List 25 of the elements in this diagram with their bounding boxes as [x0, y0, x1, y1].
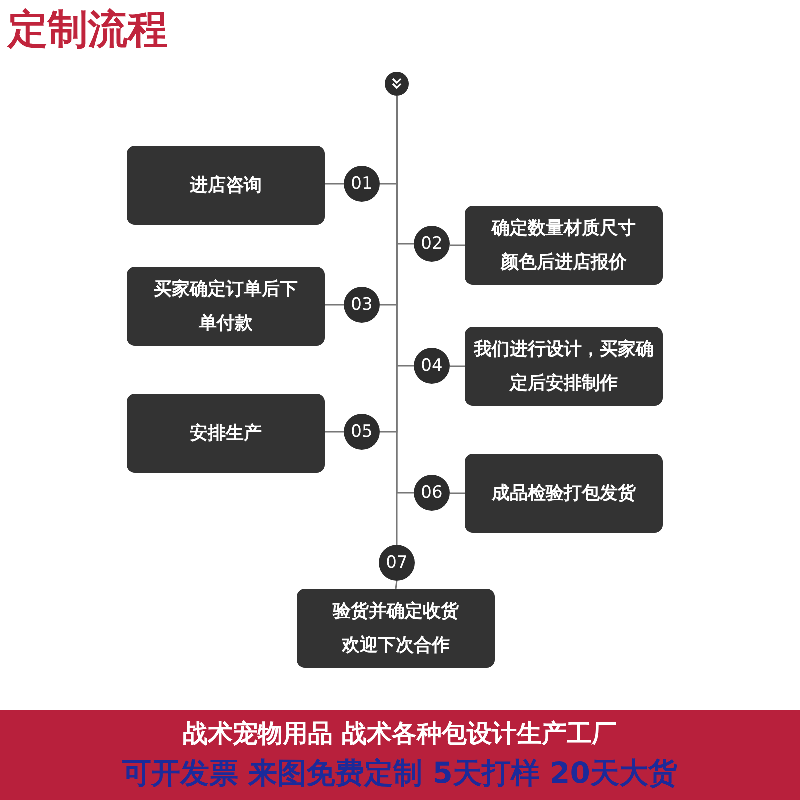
connector-line [395, 580, 398, 590]
banner-text: 战术宠物用品 战术各种包设计生产工厂 [182, 718, 618, 750]
step-box: 成品检验打包发货 [465, 454, 663, 533]
connector-line [325, 183, 344, 185]
step-number: 07 [379, 545, 415, 581]
step-number: 01 [344, 166, 380, 202]
step-box: 安排生产 [127, 394, 325, 473]
step-number: 05 [344, 414, 380, 450]
step-box: 确定数量材质尺寸颜色后进店报价 [465, 206, 663, 285]
connector-line [450, 492, 465, 494]
connector-line [325, 431, 344, 433]
chevron-down-icon [385, 72, 409, 96]
step-box: 我们进行设计，买家确定后安排制作 [465, 327, 663, 406]
connector-line [325, 304, 344, 306]
step-box: 买家确定订单后下单付款 [127, 267, 325, 346]
step-number: 03 [344, 287, 380, 323]
step-number: 04 [414, 348, 450, 384]
step-box: 进店咨询 [127, 146, 325, 225]
step-number: 02 [414, 226, 450, 262]
connector-line [450, 244, 465, 246]
connector-line [450, 366, 465, 368]
banner-text: 可开发票 来图免费定制 5天打样 20天大货 [122, 755, 678, 792]
step-box: 验货并确定收货欢迎下次合作 [297, 589, 495, 668]
step-number: 06 [414, 475, 450, 511]
title: 定制流程 [8, 6, 168, 55]
